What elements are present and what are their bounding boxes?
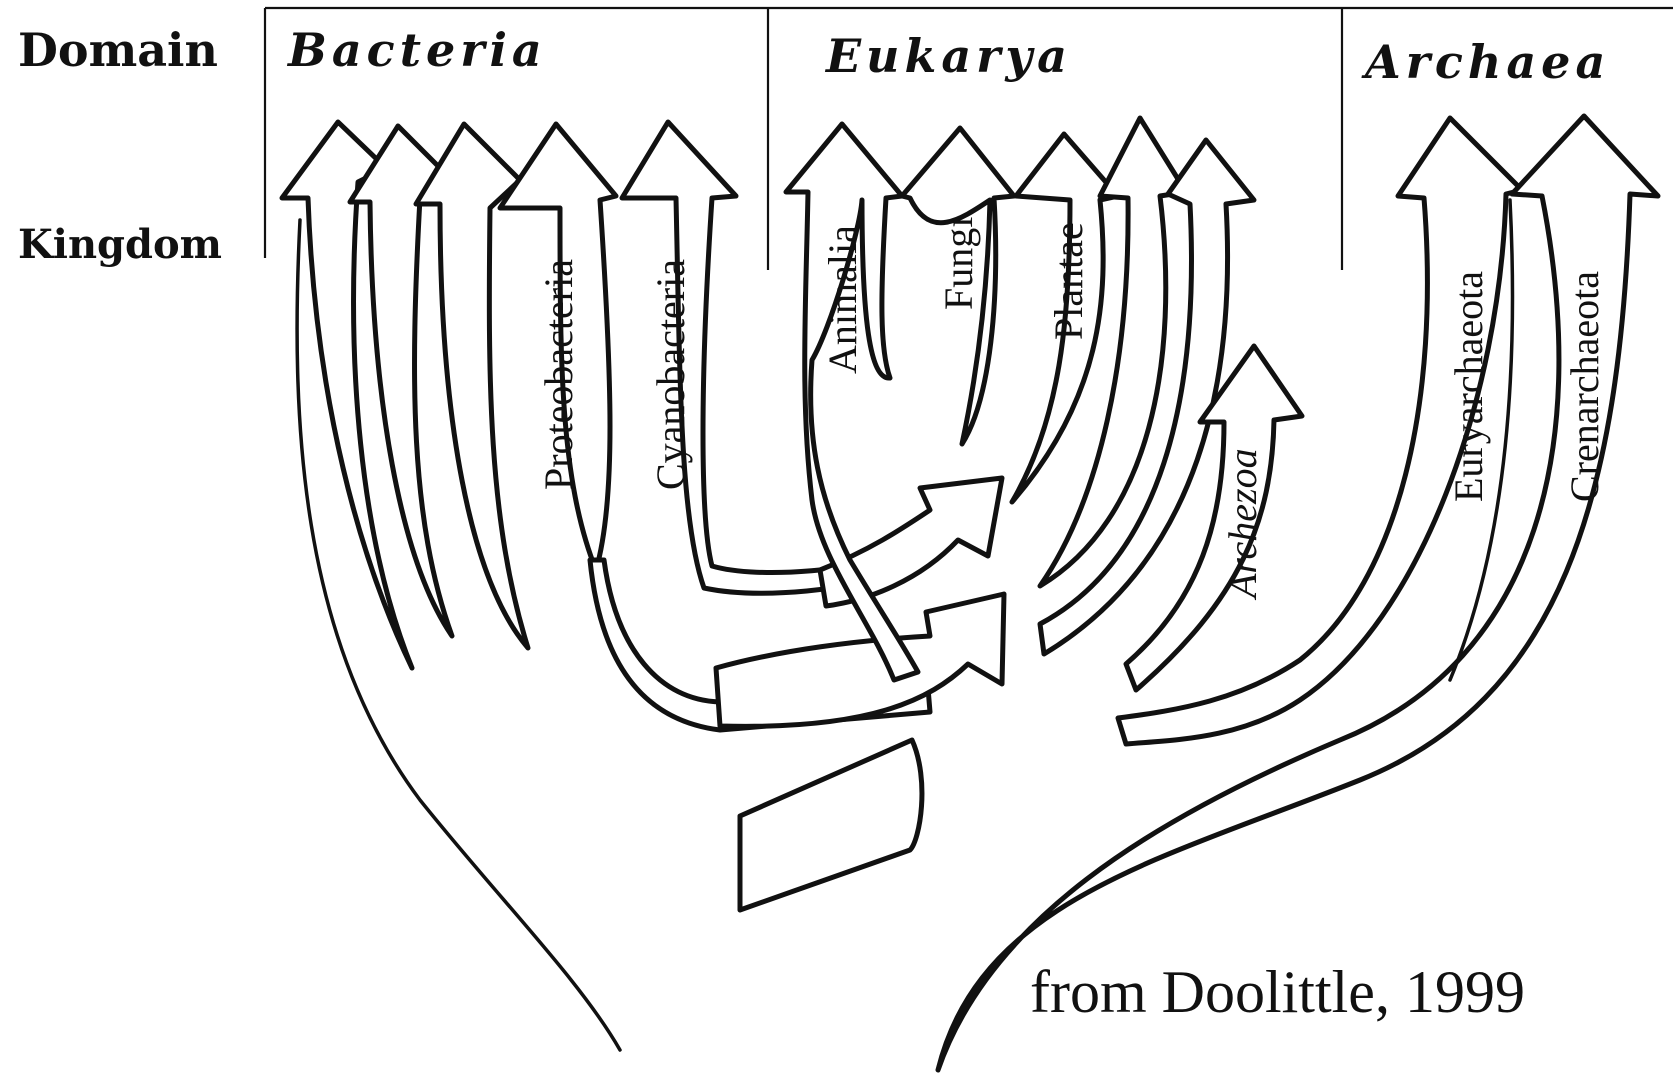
kingdom-proteobacteria-label: Proteobacteria: [536, 259, 581, 490]
domain-archaea-label: Archaea: [1361, 35, 1610, 89]
domain-eukarya-label: Eukarya: [824, 29, 1072, 83]
eukarya-branches: [786, 118, 1302, 690]
animalia-arrow: [786, 124, 918, 680]
kingdom-crenarchaeota-label: Crenarchaeota: [1562, 271, 1607, 502]
domain-row-label: Domain: [18, 23, 218, 77]
domain-bacteria-label: Bacteria: [286, 23, 547, 77]
kingdom-euryarchaeota-label: Euryarchaeota: [1446, 271, 1491, 502]
kingdom-fungi-label: Fungi: [936, 217, 981, 310]
transfer-arrow-base: [740, 740, 922, 910]
kingdom-archezoa-label: Archezoa: [1220, 448, 1265, 601]
kingdom-row-label: Kingdom: [18, 221, 222, 268]
kingdom-cyanobacteria-label: Cyanobacteria: [648, 259, 693, 490]
kingdom-plantae-label: Plantae: [1046, 222, 1091, 340]
source-credit: from Doolittle, 1999: [1030, 959, 1525, 1025]
kingdom-animalia-label: Animalia: [820, 225, 865, 374]
lateral-transfer-arrows: [716, 478, 1004, 910]
